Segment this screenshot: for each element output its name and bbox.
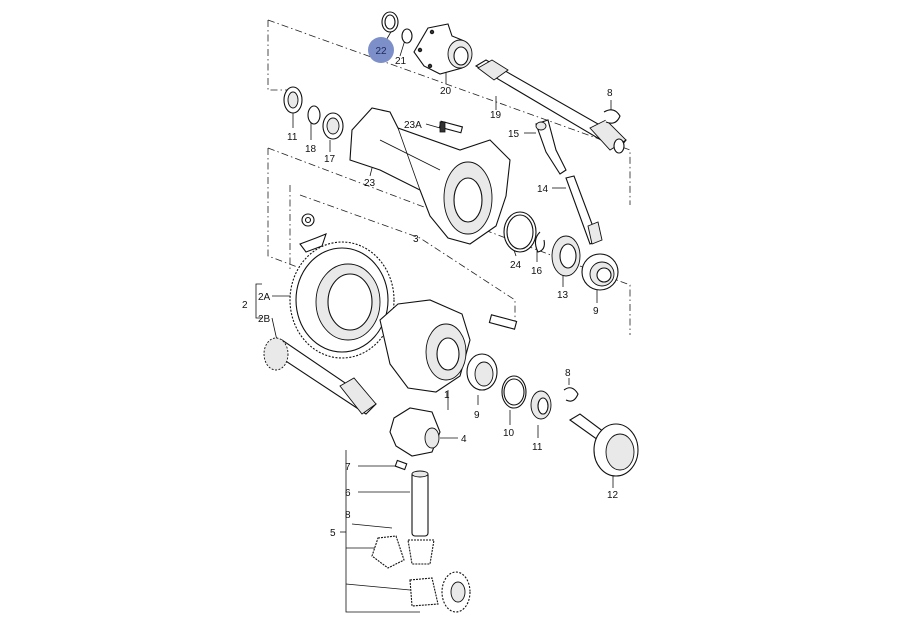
label-5: 5 <box>330 528 336 539</box>
bolt-part-3[interactable] <box>488 314 518 330</box>
diff-housing-part-1[interactable] <box>379 299 471 393</box>
label-23: 23 <box>364 178 376 189</box>
label-13: 13 <box>557 290 569 301</box>
label-16: 16 <box>531 266 543 277</box>
label-21: 21 <box>395 56 407 67</box>
label-2a: 2A <box>258 292 271 303</box>
ring-part-22[interactable] <box>381 11 399 33</box>
ring-gear-part-2a[interactable] <box>289 241 395 359</box>
clip-part-8-top[interactable] <box>603 109 621 124</box>
bearing-part-17[interactable] <box>322 112 344 140</box>
shaft-part-6[interactable] <box>411 470 429 537</box>
pin-part-7[interactable] <box>394 459 408 471</box>
label-24: 24 <box>510 260 522 271</box>
clip-part-8-lower[interactable] <box>563 387 579 402</box>
label-1: 1 <box>444 390 450 401</box>
shaft-part-19[interactable] <box>474 59 627 154</box>
label-2: 2 <box>242 300 248 311</box>
part-labels: 21 20 19 8 11 18 17 23A 15 23 14 3 24 16… <box>242 56 619 539</box>
label-20: 20 <box>440 86 452 97</box>
label-10: 10 <box>503 428 515 439</box>
label-6: 6 <box>345 488 351 499</box>
label-7: 7 <box>345 462 351 473</box>
housing-part-23[interactable] <box>349 107 511 245</box>
bevel-gear-part-5[interactable] <box>409 571 471 613</box>
label-9-top: 9 <box>593 306 599 317</box>
label-18: 18 <box>305 144 317 155</box>
race-part-9-lower[interactable] <box>466 353 498 391</box>
label-2b: 2B <box>258 314 271 325</box>
sensor-part-15[interactable] <box>535 119 567 175</box>
grouping-brackets <box>267 19 631 335</box>
flange-part-20[interactable] <box>413 23 473 75</box>
bearing-part-11-lower[interactable] <box>530 390 552 420</box>
bearing-part-11-top[interactable] <box>283 86 303 114</box>
block-part-4[interactable] <box>389 407 441 457</box>
oring-part-10[interactable] <box>501 375 527 409</box>
ring-part-18[interactable] <box>307 105 321 125</box>
label-8-top: 8 <box>607 88 613 99</box>
pinion-shaft-part-2b[interactable] <box>263 337 377 415</box>
label-3: 3 <box>413 234 419 245</box>
oring-part-24[interactable] <box>503 211 537 253</box>
label-22: 22 <box>375 46 387 57</box>
label-15: 15 <box>508 129 520 140</box>
label-19: 19 <box>490 110 502 121</box>
label-8-gear: 8 <box>345 510 351 521</box>
label-11-lower: 11 <box>532 442 543 453</box>
label-12: 12 <box>607 490 619 501</box>
label-14: 14 <box>537 184 549 195</box>
race-part-9-top[interactable] <box>581 253 619 291</box>
circlip-part-21[interactable] <box>401 28 413 44</box>
flange-shaft-part-12[interactable] <box>568 413 639 477</box>
label-23a: 23A <box>404 120 422 131</box>
shaft-part-14[interactable] <box>565 175 603 245</box>
circlip-part-16[interactable] <box>534 231 545 253</box>
bevel-gear-part-8[interactable] <box>371 535 435 569</box>
label-8-lower: 8 <box>565 368 571 379</box>
label-11-top: 11 <box>287 132 298 143</box>
highlight-badge-22[interactable]: 22 <box>368 37 394 63</box>
label-9-lower: 9 <box>474 410 480 421</box>
bearing-part-13[interactable] <box>551 235 581 277</box>
label-17: 17 <box>324 154 336 165</box>
nut-part-3[interactable] <box>299 213 327 253</box>
bolt-part-23a[interactable] <box>438 120 464 134</box>
label-4: 4 <box>461 434 467 445</box>
